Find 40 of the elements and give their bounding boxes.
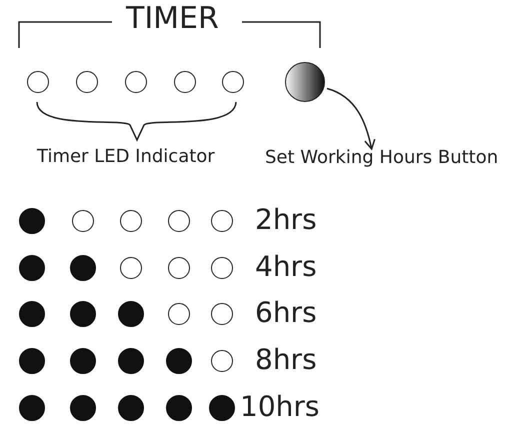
led-circle [72,210,94,232]
round-button [285,62,325,102]
lit-led-dot [19,301,45,327]
lit-led-dot [118,395,144,421]
lit-led-dot [70,348,96,374]
led-circle [168,210,190,232]
led-circle [168,303,190,325]
led-circle [211,257,233,279]
lit-led-dot [209,395,235,421]
led-circle [222,71,244,93]
led-circle [125,71,147,93]
heading: TIMER [126,2,219,35]
duration-label: 2hrs [255,205,317,236]
led-circle [27,71,49,93]
lit-led-dot [118,348,144,374]
led-circle [211,350,233,372]
lit-led-dot [70,395,96,421]
lit-led-dot [70,255,96,281]
led-circle [120,257,142,279]
led-circle [211,210,233,232]
led-circle [120,210,142,232]
arrow [326,88,376,150]
lit-led-dot [19,395,45,421]
duration-label: 10hrs [240,392,320,423]
indicator-caption: Timer LED Indicator [37,147,215,167]
lit-led-dot [166,395,192,421]
duration-label: 8hrs [255,345,317,376]
button-caption: Set Working Hours Button [265,147,498,168]
led-circle [168,257,190,279]
lit-led-dot [19,255,45,281]
led-circle [76,71,98,93]
duration-label: 4hrs [255,252,317,283]
lit-led-dot [19,208,45,234]
led-circle [211,303,233,325]
duration-label: 6hrs [255,298,317,329]
lit-led-dot [19,348,45,374]
lit-led-dot [70,301,96,327]
lit-led-dot [166,348,192,374]
led-circle [174,71,196,93]
lit-led-dot [118,301,144,327]
